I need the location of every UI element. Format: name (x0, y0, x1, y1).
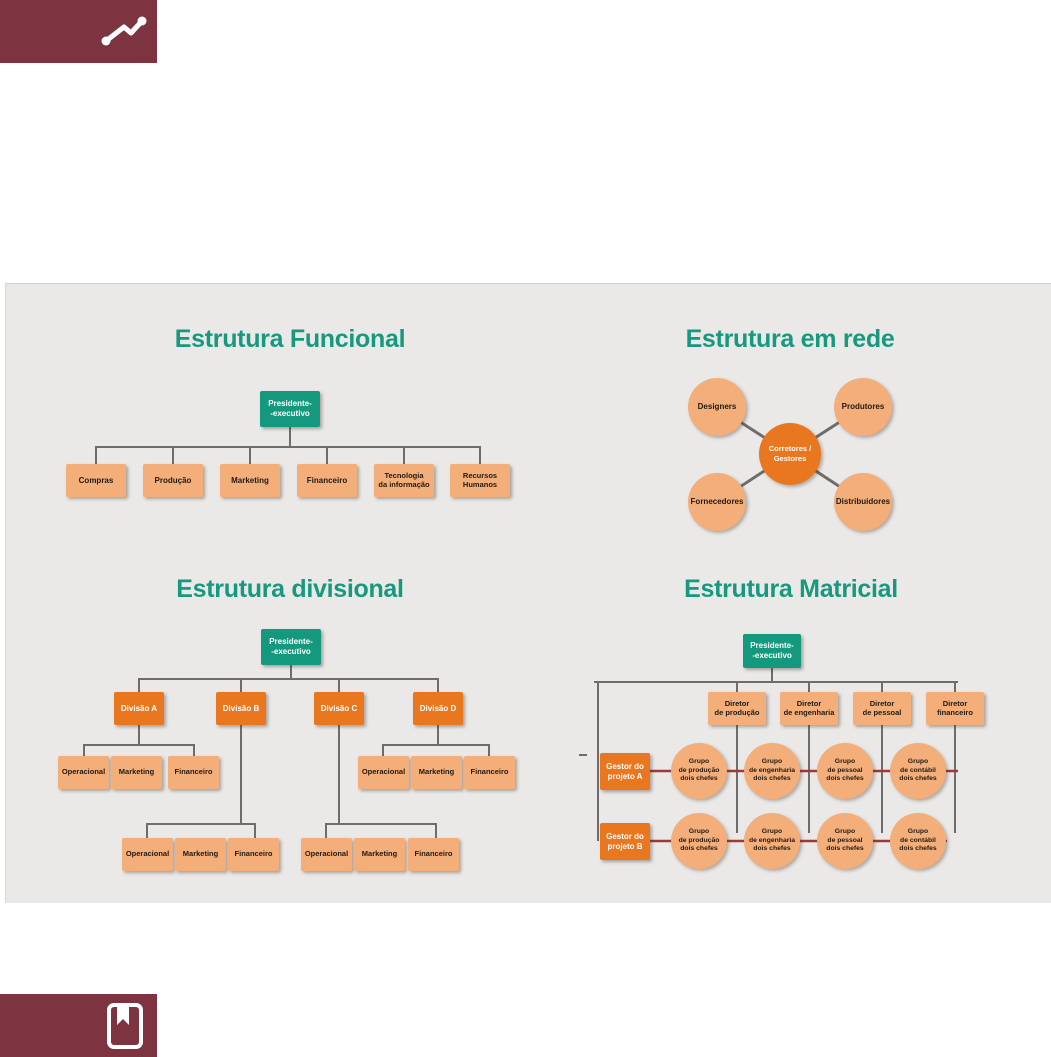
matrix-director-engenharia: Diretor de engenharia (780, 692, 838, 725)
matrix-group-a-engenharia: Grupo de engenharia dois chefes (744, 743, 800, 799)
divisional-root-box: Presidente- -executivo (261, 629, 321, 665)
matrix-group-b-engenharia: Grupo de engenharia dois chefes (744, 813, 800, 869)
functional-child-tecnologia: Tecnologia da informação (374, 464, 434, 497)
matrix-group-b-contabil: Grupo de contábil dois chefes (890, 813, 946, 869)
matrix-director-producao: Diretor de produção (708, 692, 766, 725)
matrix-root-box: Presidente- -executivo (743, 634, 801, 668)
matrix-director-financeiro: Diretor financeiro (926, 692, 984, 725)
matrix-group-b-pessoal: Grupo de pessoal dois chefes (817, 813, 873, 869)
division-b-operacional: Operacional (122, 838, 173, 871)
matrix-title: Estrutura Matricial (684, 575, 898, 603)
trend-line-icon (101, 16, 147, 46)
division-d-operacional: Operacional (358, 756, 409, 789)
matrix-director-pessoal: Diretor de pessoal (853, 692, 911, 725)
matrix-group-a-pessoal: Grupo de pessoal dois chefes (817, 743, 873, 799)
matrix-group-b-producao: Grupo de produção dois chefes (671, 813, 727, 869)
division-c-marketing: Marketing (354, 838, 405, 871)
matrix-manager-a-box: Gestor do projeto A (600, 753, 650, 790)
functional-root-box: Presidente- -executivo (260, 391, 320, 427)
division-b-marketing: Marketing (175, 838, 226, 871)
bottom-toolbar-block[interactable] (0, 994, 157, 1057)
top-toolbar-block[interactable] (0, 0, 157, 63)
division-a-financeiro: Financeiro (168, 756, 219, 789)
network-node-designers: Designers (688, 378, 746, 436)
network-node-produtores: Produtores (834, 378, 892, 436)
division-c-box: Divisão C (314, 692, 364, 725)
matrix-manager-b-box: Gestor do projeto B (600, 823, 650, 860)
functional-child-producao: Produção (143, 464, 203, 497)
functional-child-compras: Compras (66, 464, 126, 497)
matrix-group-a-producao: Grupo de produção dois chefes (671, 743, 727, 799)
division-c-financeiro: Financeiro (408, 838, 459, 871)
functional-title: Estrutura Funcional (174, 325, 406, 353)
functional-child-marketing: Marketing (220, 464, 280, 497)
division-a-box: Divisão A (114, 692, 164, 725)
network-center-node: Corretores / Gestores (759, 423, 821, 485)
bookmark-book-icon (107, 1003, 143, 1049)
matrix-group-a-contabil: Grupo de contábil dois chefes (890, 743, 946, 799)
division-d-box: Divisão D (413, 692, 463, 725)
network-node-fornecedores: Fornecedores (688, 473, 746, 531)
division-b-box: Divisão B (216, 692, 266, 725)
division-d-marketing: Marketing (411, 756, 462, 789)
network-node-distribuidores: Distribuidores (834, 473, 892, 531)
divisional-title: Estrutura divisional (176, 575, 404, 603)
slide-canvas: Estrutura Funcional Presidente- -executi… (5, 283, 1051, 903)
division-b-financeiro: Financeiro (228, 838, 279, 871)
functional-child-financeiro: Financeiro (297, 464, 357, 497)
functional-child-recursos-humanos: Recursos Humanos (450, 464, 510, 497)
division-a-marketing: Marketing (111, 756, 162, 789)
network-title: Estrutura em rede (685, 325, 895, 353)
division-c-operacional: Operacional (301, 838, 352, 871)
division-a-operacional: Operacional (58, 756, 109, 789)
division-d-financeiro: Financeiro (464, 756, 515, 789)
functional-root-label: Presidente- -executivo (268, 399, 312, 418)
